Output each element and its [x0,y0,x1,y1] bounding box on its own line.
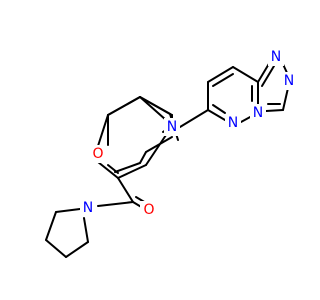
bond [97,161,119,179]
carbonyl-oxygen-label: O [143,202,154,218]
molecule-structure-diagram: N O O N N N N N [45,48,297,258]
bond [107,96,141,116]
bond [212,73,234,87]
bond [265,109,284,112]
triazole-nitrogen-label: N [284,73,294,89]
bond [117,177,134,203]
bond [232,66,259,83]
bond [97,201,134,207]
bond [45,211,57,241]
bond [97,114,109,147]
pyrrolidine-nitrogen-label: N [83,200,93,216]
bond [45,239,67,258]
bond [114,162,141,173]
bond [261,65,275,87]
bond [139,151,147,164]
bridgehead-nitrogen-label: N [253,105,263,121]
morpholine-nitrogen-label: N [167,119,177,135]
bond [212,104,226,114]
morpholine-oxygen-label: O [92,146,103,162]
atom-labels: N O O N N N N N [80,48,297,219]
bond [179,109,209,128]
pyridazine-nitrogen-label: N [228,115,238,131]
bond [139,96,167,121]
triazole-nitrogen-label: N [271,49,281,65]
molecule-svg: N O O N N N N N [45,48,297,258]
bond [83,217,89,243]
bond [65,241,89,258]
bond [55,208,81,213]
skeleton-bonds [45,61,289,258]
bond [117,164,147,179]
bond [207,66,234,83]
bond [207,109,226,121]
bond [282,87,289,111]
bond [139,96,171,115]
bond [145,134,167,166]
